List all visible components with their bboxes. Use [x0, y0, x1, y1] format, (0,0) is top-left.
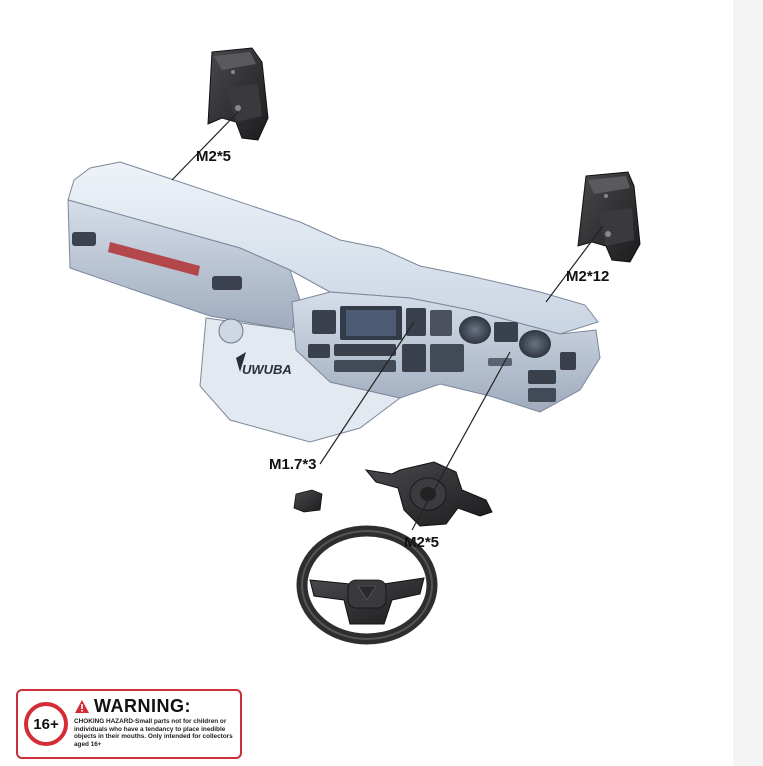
warning-text: CHOKING HAZARD-Small parts not for child…	[74, 718, 233, 748]
bracket-left	[207, 47, 269, 141]
age-rating-badge: 16+	[24, 702, 68, 746]
callout-switch-part: M1.7*3	[269, 456, 317, 473]
warning-header: WARNING:	[74, 696, 191, 717]
dashboard	[67, 161, 601, 443]
warning-label: 16+ WARNING: CHOKING HAZARD-Small parts …	[16, 689, 242, 759]
leader-lines	[171, 111, 604, 531]
switch-part	[293, 489, 323, 513]
callout-steering: M2*5	[404, 534, 440, 551]
steering-wheel	[296, 525, 438, 645]
steering-column	[364, 461, 493, 527]
callout-bracket-left: M2*5	[196, 148, 232, 165]
dashboard-brand-logo: UWUBA	[242, 362, 292, 377]
parts-diagram: UWUBA	[67, 47, 641, 645]
warning-triangle-icon	[75, 700, 89, 713]
side-strip	[733, 0, 763, 766]
callout-bracket-right: M2*12	[566, 268, 610, 285]
warning-title: WARNING:	[94, 696, 191, 716]
bracket-right	[577, 171, 641, 263]
